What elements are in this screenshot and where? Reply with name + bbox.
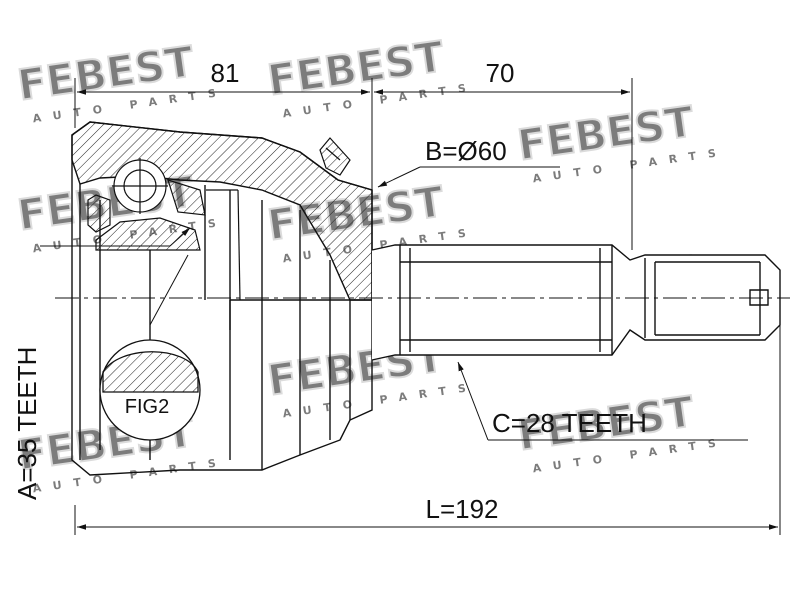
dimension-total-length: L=192 <box>77 494 778 530</box>
dimension-70: 70 <box>374 58 630 95</box>
outer-teeth-callout: A=35 TEETH <box>12 227 191 500</box>
diameter-label: B=Ø60 <box>425 136 507 166</box>
dimension-70-label: 70 <box>486 58 515 88</box>
fig2-label: FIG2 <box>125 396 169 418</box>
watermark-logo: FEBEST AUTO PARTS <box>14 36 229 126</box>
dimension-81-label: 81 <box>211 58 240 88</box>
shaft-teeth-callout: C=28 TEETH <box>457 361 748 441</box>
extension-lines <box>74 78 781 535</box>
outer-teeth-label: A=35 TEETH <box>12 347 42 500</box>
circlip <box>319 137 351 176</box>
total-length-label: L=192 <box>425 494 498 524</box>
inner-race <box>87 158 241 301</box>
fig2-detail: FIG2 <box>99 254 201 441</box>
watermark-logo: FEBEST AUTO PARTS <box>514 96 729 186</box>
output-shaft <box>371 244 781 361</box>
dimension-81: 81 <box>77 58 370 95</box>
shaft-teeth-label: C=28 TEETH <box>492 408 647 438</box>
diameter-callout: B=Ø60 <box>377 136 560 188</box>
